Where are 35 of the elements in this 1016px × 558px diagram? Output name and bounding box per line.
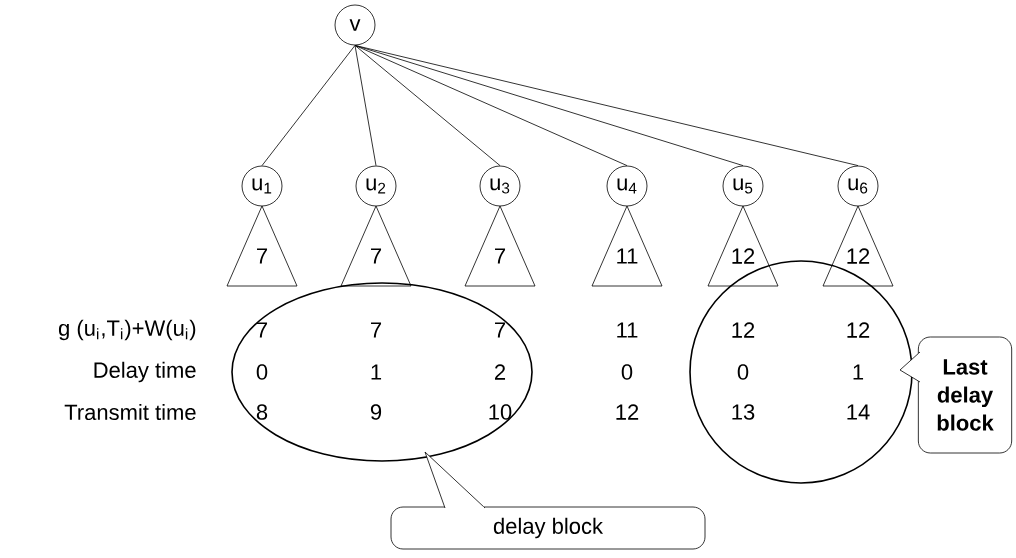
table-value: 12 <box>847 322 870 338</box>
row-header: g (u$_{i}$,T$_{i}$)+W(u$_{i}$) <box>58 319 196 341</box>
table-value: 10 <box>489 404 512 420</box>
subtree-triangle: 7 <box>464 205 536 287</box>
table-value: 7 <box>371 322 382 338</box>
tree-edge <box>354 45 859 166</box>
row-header: Delay time <box>94 361 196 383</box>
tree-edge <box>354 45 377 166</box>
subtree-triangle: 11 <box>591 205 663 287</box>
table-value: 11 <box>617 322 638 338</box>
subtree-triangle: 12 <box>707 205 779 287</box>
table-value: 7 <box>257 322 268 338</box>
table-value: 0 <box>737 364 749 380</box>
tree-edge <box>261 45 356 166</box>
table-value: 8 <box>256 404 268 420</box>
callout-bubble: Last delay block <box>899 336 1013 454</box>
table-value: 7 <box>495 322 506 338</box>
table-value: 2 <box>495 364 506 380</box>
tree-edge <box>354 45 501 166</box>
table-value: 1 <box>371 364 382 380</box>
callout-bubble: delay block <box>390 451 706 550</box>
table-value: 0 <box>256 364 268 380</box>
table-value: 1 <box>853 364 864 380</box>
table-value: 9 <box>370 404 382 420</box>
ellipse-outline <box>231 282 533 462</box>
subtree-triangle: 7 <box>226 205 298 287</box>
subtree-triangle: 12 <box>822 205 894 287</box>
table-value: 12 <box>732 322 755 338</box>
subtree-triangle: 7 <box>340 205 412 287</box>
table-value: 13 <box>732 404 755 420</box>
row-header: Transmit time <box>64 403 196 421</box>
table-value: 0 <box>621 364 633 380</box>
tree-edge <box>354 45 744 166</box>
table-value: 12 <box>616 404 639 420</box>
table-value: 14 <box>847 404 870 420</box>
